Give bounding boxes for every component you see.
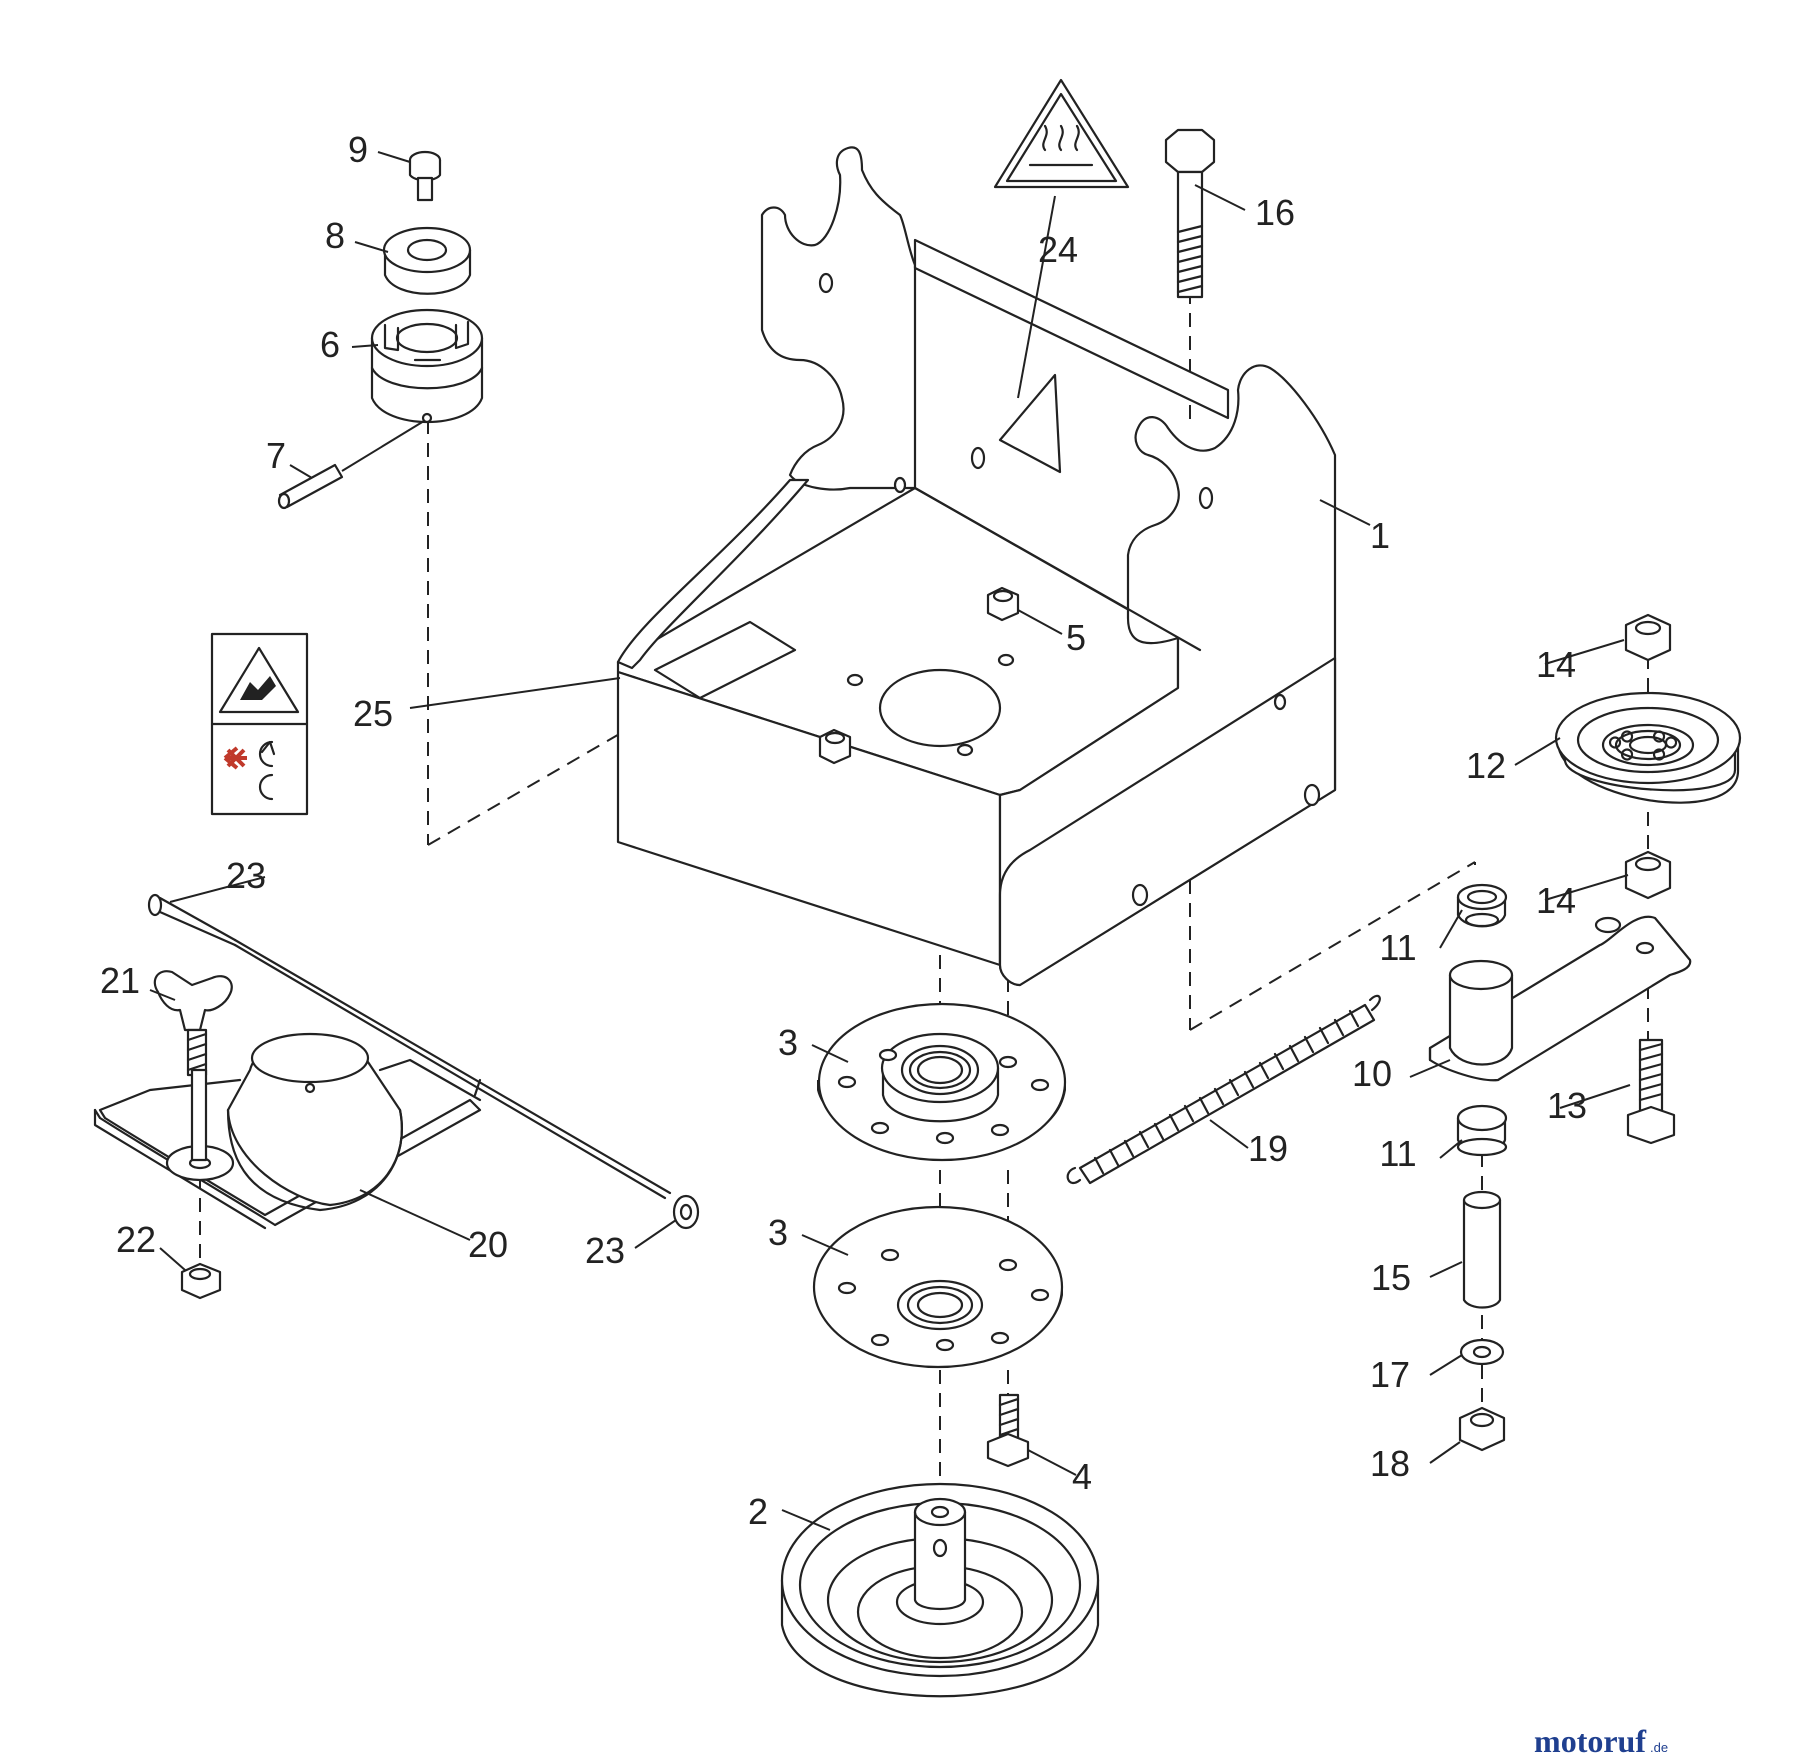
callout-16: 16 (1255, 192, 1295, 233)
part-5-nut (986, 586, 1020, 622)
part-8-washer (382, 226, 472, 295)
part-12-idler-pulley (1554, 691, 1742, 804)
callout-23: 23 (226, 855, 266, 896)
part-23-rod (147, 893, 672, 1200)
callout-24: 24 (1038, 229, 1078, 270)
watermark: motoruf .de (1534, 1723, 1668, 1756)
main-bracket (616, 146, 1337, 987)
part-2-pulley (780, 1482, 1100, 1698)
callout-21: 21 (100, 960, 140, 1001)
callout-7: 7 (266, 435, 286, 476)
callout-23: 23 (585, 1230, 625, 1271)
warning-decal (210, 632, 621, 816)
leader-lines (149, 151, 1631, 1531)
callout-17: 17 (1370, 1354, 1410, 1395)
callout-3: 3 (768, 1212, 788, 1253)
part-4-bolt (986, 1393, 1030, 1468)
rotation-direction-icon (223, 740, 276, 801)
callout-20: 20 (468, 1224, 508, 1265)
callout-15: 15 (1371, 1257, 1411, 1298)
callout-4: 4 (1072, 1456, 1092, 1497)
callout-11: 11 (1379, 927, 1416, 968)
callout-3: 3 (778, 1022, 798, 1063)
part-7-pin (277, 420, 425, 510)
callout-10: 10 (1352, 1053, 1392, 1094)
callout-12: 12 (1466, 745, 1506, 786)
callout-2: 2 (748, 1491, 768, 1532)
part-18-nut (1458, 1406, 1506, 1452)
part-17-washer (1459, 1338, 1505, 1366)
base-nut-left (818, 728, 852, 765)
callout-14: 14 (1536, 644, 1576, 685)
callout-8: 8 (325, 215, 345, 256)
part-3-flange-lower (812, 1205, 1064, 1369)
part-19-spring (1066, 994, 1381, 1185)
hand-crush-warning-icon (218, 646, 300, 714)
callout-6: 6 (320, 324, 340, 365)
callout-5: 5 (1066, 617, 1086, 658)
watermark-brand: motoruf (1534, 1723, 1646, 1756)
hot-surface-warning-icon (993, 78, 1130, 399)
part-22-nut (180, 1262, 222, 1300)
part-10-arm (1428, 915, 1692, 1082)
callout-22: 22 (116, 1219, 156, 1260)
part-14-nut-lower (1624, 850, 1672, 900)
part-6-coupling (370, 308, 484, 424)
part-11-bushing-upper (1456, 883, 1508, 928)
part-9-screw (408, 150, 442, 202)
callout-11: 11 (1379, 1133, 1416, 1174)
part-23-washer (672, 1194, 700, 1230)
callout-19: 19 (1248, 1128, 1288, 1169)
part-14-nut-upper (1624, 613, 1672, 662)
watermark-suffix: .de (1650, 1740, 1668, 1755)
part-13-bolt (1626, 1038, 1676, 1145)
part-21-wingnut (153, 970, 233, 1077)
part-15-spacer (1462, 1190, 1502, 1309)
part-16-bolt (1164, 128, 1216, 299)
callout-9: 9 (348, 129, 368, 170)
callout-18: 18 (1370, 1443, 1410, 1484)
callout-14: 14 (1536, 880, 1576, 921)
callout-13: 13 (1547, 1085, 1587, 1126)
callout-1: 1 (1370, 515, 1390, 556)
part-11-bushing-lower (1456, 1104, 1508, 1157)
part-20-mount (93, 1032, 482, 1230)
callout-25: 25 (353, 693, 393, 734)
part-3-flange-upper (817, 1002, 1067, 1162)
callout-labels: 1233456789101111121314141516171819202122… (100, 129, 1587, 1532)
